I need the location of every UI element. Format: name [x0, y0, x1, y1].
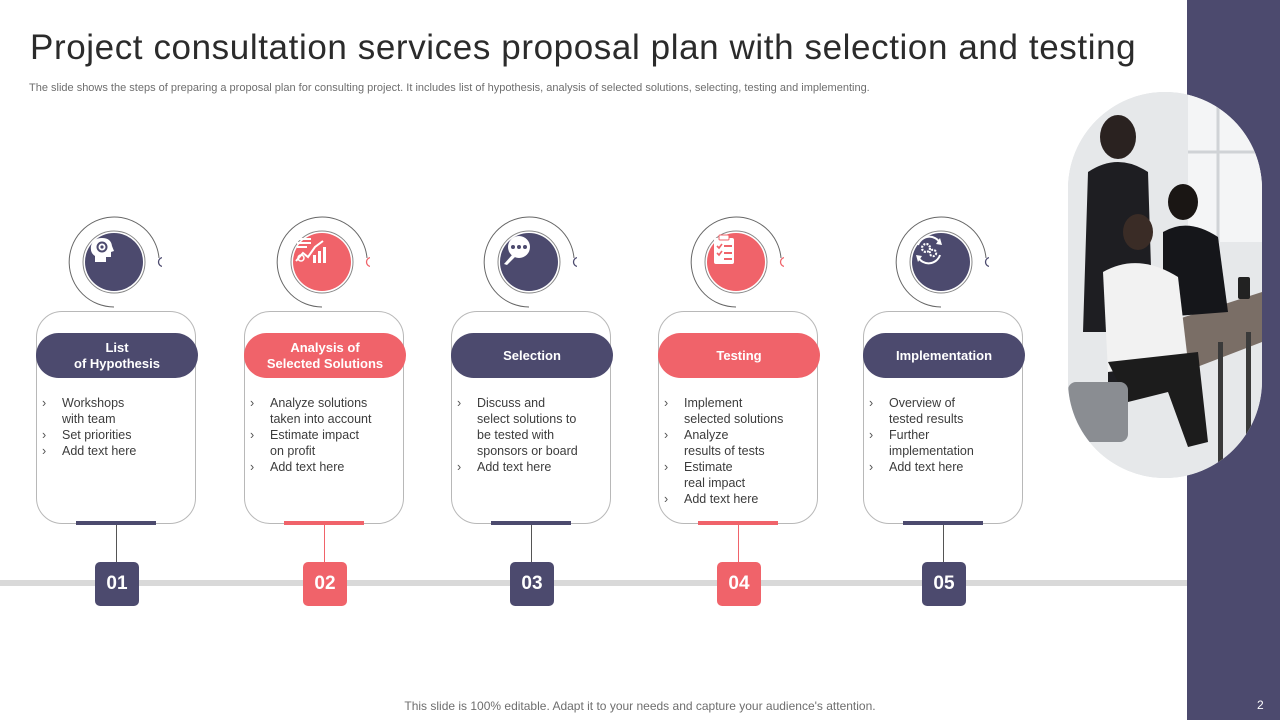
card-accent-bar — [284, 521, 364, 525]
step-bullet: Discuss and select solutions to be teste… — [457, 395, 609, 459]
step-bullet-list: Analyze solutions taken into accountEsti… — [250, 395, 402, 475]
team-meeting-photo — [1068, 92, 1262, 478]
card-accent-bar — [491, 521, 571, 525]
step-02: Analysis of Selected SolutionsAnalyze so… — [244, 0, 406, 620]
step-connector-line — [738, 525, 739, 563]
step-bullet: Further implementation — [869, 427, 1021, 459]
slide-subtitle: The slide shows the steps of preparing a… — [29, 82, 870, 94]
step-bullet: Add text here — [250, 459, 402, 475]
step-connector-line — [531, 525, 532, 563]
step-heading: Selection — [451, 333, 613, 378]
step-number-badge: 01 — [95, 562, 139, 606]
step-bullet-list: Workshops with teamSet prioritiesAdd tex… — [42, 395, 194, 459]
gears-cycle-icon — [912, 233, 970, 291]
step-icon-ring — [481, 214, 577, 310]
step-bullet: Overview of tested results — [869, 395, 1021, 427]
step-number-badge: 04 — [717, 562, 761, 606]
page-number: 2 — [1257, 698, 1264, 712]
step-bullet: Analyze results of tests — [664, 427, 816, 459]
step-number-badge: 05 — [922, 562, 966, 606]
step-bullet: Add text here — [869, 459, 1021, 475]
step-bullet-list: Discuss and select solutions to be teste… — [457, 395, 609, 475]
step-number-badge: 03 — [510, 562, 554, 606]
step-heading: Testing — [658, 333, 820, 378]
step-04: TestingImplement selected solutionsAnaly… — [658, 0, 820, 620]
step-03: SelectionDiscuss and select solutions to… — [451, 0, 613, 620]
step-icon-ring — [66, 214, 162, 310]
timeline-track — [0, 580, 1187, 586]
card-accent-bar — [903, 521, 983, 525]
step-bullet: Analyze solutions taken into account — [250, 395, 402, 427]
step-bullet: Workshops with team — [42, 395, 194, 427]
step-bullet: Add text here — [664, 491, 816, 507]
card-accent-bar — [698, 521, 778, 525]
step-icon-ring — [688, 214, 784, 310]
slide-title: Project consultation services proposal p… — [30, 28, 1137, 67]
step-connector-line — [116, 525, 117, 563]
step-icon-ring — [893, 214, 989, 310]
step-connector-line — [324, 525, 325, 563]
step-bullet: Implement selected solutions — [664, 395, 816, 427]
card-accent-bar — [76, 521, 156, 525]
step-bullet-list: Overview of tested resultsFurther implem… — [869, 395, 1021, 475]
step-05: ImplementationOverview of tested results… — [863, 0, 1025, 620]
step-bullet: Add text here — [42, 443, 194, 459]
clipboard-checklist-icon — [707, 233, 765, 291]
head-gear-icon — [85, 233, 143, 291]
step-icon-ring — [274, 214, 370, 310]
step-bullet-list: Implement selected solutionsAnalyze resu… — [664, 395, 816, 507]
step-bullet: Add text here — [457, 459, 609, 475]
hand-selection-icon — [500, 233, 558, 291]
analysis-chart-icon — [293, 233, 351, 291]
slide-footer: This slide is 100% editable. Adapt it to… — [404, 699, 876, 713]
step-heading: Analysis of Selected Solutions — [244, 333, 406, 378]
step-bullet: Estimate impact on profit — [250, 427, 402, 459]
step-bullet: Estimate real impact — [664, 459, 816, 491]
step-01: List of HypothesisWorkshops with teamSet… — [36, 0, 198, 620]
step-connector-line — [943, 525, 944, 563]
step-heading: List of Hypothesis — [36, 333, 198, 378]
step-number-badge: 02 — [303, 562, 347, 606]
step-heading: Implementation — [863, 333, 1025, 378]
step-bullet: Set priorities — [42, 427, 194, 443]
